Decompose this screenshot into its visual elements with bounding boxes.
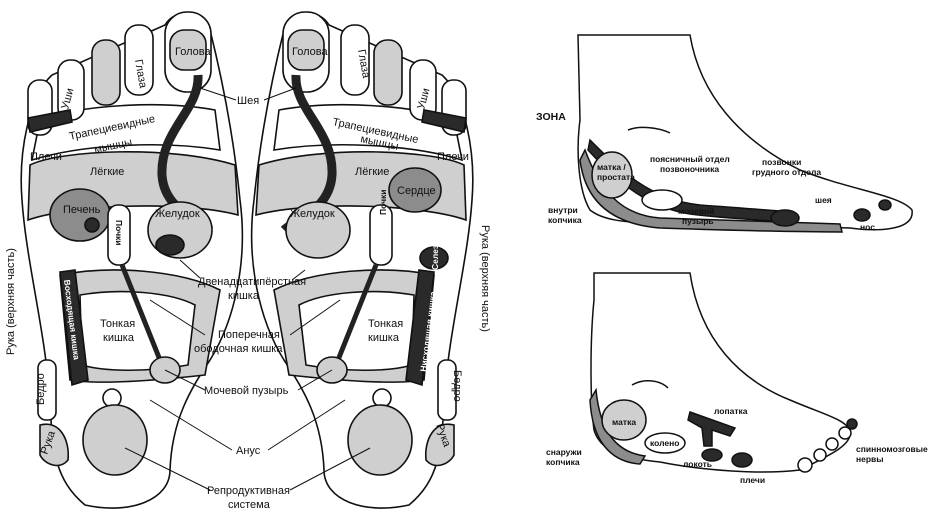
zone-label: ЗОНА: [536, 111, 566, 123]
transverse-colon2-label: ободочная кишка: [194, 343, 283, 355]
outer-foot-toe-2: [814, 449, 826, 461]
right-foot-reproductive: [348, 405, 412, 475]
outer-foot-spinal-nerves: [847, 419, 857, 429]
right-lungs-label: Лёгкие: [355, 166, 389, 178]
bladder-label: Мочевой пузырь: [204, 385, 289, 397]
anus-label: Анус: [236, 445, 261, 457]
left-head-label: Голова: [175, 46, 211, 58]
left-shoulders-label: Плечи: [30, 151, 62, 163]
left-stomach-label: Желудок: [155, 208, 200, 220]
right-stomach-label: Желудок: [290, 208, 335, 220]
spinal-label: спинномозговые: [856, 444, 928, 454]
right-foot-toe-3: [374, 40, 402, 105]
right-kidneys-label: Почки: [378, 189, 388, 215]
inner-foot-outline: [578, 35, 912, 230]
left-small-intestine2-label: кишка: [103, 332, 135, 344]
right-small-intestine-label: Тонкая: [368, 318, 403, 330]
left-foot-gallbladder: [85, 218, 99, 232]
inner-foot-nose-2: [879, 200, 891, 210]
inner-foot-nose: [854, 209, 870, 221]
left-small-intestine-label: Тонкая: [100, 318, 135, 330]
right-head-label: Голова: [292, 46, 328, 58]
coccyx-in2-label: копчика: [548, 215, 582, 225]
outer-foot-toe-3: [826, 438, 838, 450]
shoulder-blade-label: лопатка: [714, 406, 748, 416]
left-lungs-label: Лёгкие: [90, 166, 124, 178]
outer-foot-outline: [591, 273, 850, 472]
coccyx-in-label: внутри: [548, 205, 578, 215]
right-foot-small-intestine: [299, 292, 414, 371]
left-foot-stomach-dark: [156, 235, 184, 255]
inner-foot-neck: [771, 210, 799, 226]
left-foot-heel-knob: [103, 389, 121, 407]
nose-label: нос: [860, 222, 875, 232]
outer-uterus-label: матка: [612, 417, 636, 427]
outer-foot-shoulders: [732, 453, 752, 467]
reproductive2-label: система: [228, 499, 271, 511]
left-kidneys-label: Почки: [114, 220, 124, 246]
right-shoulders-label: Плечи: [437, 151, 469, 163]
right-heart-label: Сердце: [397, 185, 436, 197]
neck-label: Шея: [237, 95, 259, 107]
uterus-prostate2-label: простата: [597, 172, 635, 182]
right-spleen-label: Селезёнка: [430, 226, 440, 270]
right-arm-label: Рука (верхняя часть): [479, 225, 491, 332]
outer-foot: [590, 273, 857, 472]
lumbar2-label: позвоночника: [660, 164, 719, 174]
transverse-colon-label: Поперечная: [218, 329, 280, 341]
uterus-prostate-label: матка /: [597, 162, 626, 172]
reproductive-label: Репродуктивная: [207, 485, 290, 497]
knee-label: колено: [650, 438, 679, 448]
thoracic2-label: грудного отдела: [752, 167, 821, 177]
lumbar-label: поясничный отдел: [650, 154, 730, 164]
left-arm-label: Рука (верхняя часть): [5, 248, 17, 355]
inner-neck-label: шея: [815, 195, 832, 205]
inner-bladder-label: мочевой: [678, 206, 714, 216]
thoracic-label: позвонки: [762, 157, 801, 167]
spinal2-label: нервы: [856, 454, 884, 464]
right-hip-label: Бедро: [451, 370, 463, 402]
right-small-intestine2-label: кишка: [368, 332, 400, 344]
outer-foot-toe-1: [798, 458, 812, 472]
duodenum2-label: кишка: [228, 290, 260, 302]
left-foot-reproductive: [83, 405, 147, 475]
coccyx-out2-label: копчика: [546, 457, 580, 467]
inner-bladder2-label: пузырь: [682, 216, 714, 226]
duodenum-label: Двенадцатипёрстная: [198, 276, 306, 288]
outer-shoulders-label: плечи: [740, 475, 765, 485]
left-foot-toe-3: [92, 40, 120, 105]
left-liver-label: Печень: [63, 204, 101, 216]
left-hip-label: Бедро: [35, 373, 47, 405]
inner-foot-bladder: [642, 190, 682, 210]
inner-foot: [578, 35, 912, 232]
coccyx-out-label: снаружи: [546, 447, 582, 457]
elbow-label: локоть: [683, 459, 712, 469]
